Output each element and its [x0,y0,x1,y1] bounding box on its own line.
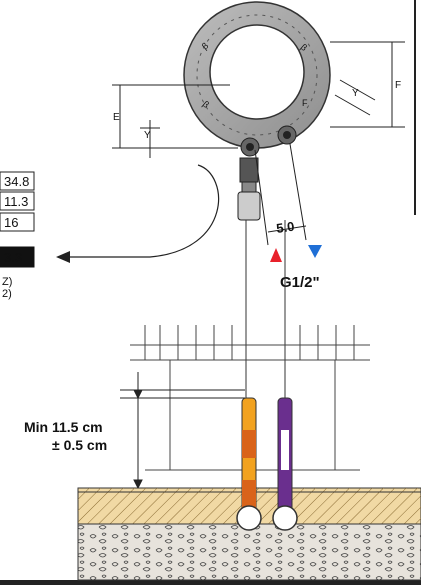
top-view-ring: β β β F [183,1,331,149]
thread-label: G1/2" [280,274,320,291]
svg-text:β: β [201,99,211,110]
svg-text:β: β [299,42,309,53]
min-height-label: Min 11.5 cm [24,419,103,435]
label-y-right: Y [352,88,359,99]
gravel-base [77,523,421,581]
table-value-2: 11.3 [4,194,28,209]
table-value-highlighted: 3.3 [4,250,22,265]
right-fitting [277,125,297,145]
svg-text:F: F [302,98,308,108]
pointer-curve [60,164,219,258]
formula-bottom: 2) [2,288,12,300]
top-dimensions [112,41,405,246]
label-e: E [113,112,120,123]
table-value-3: 16 [4,215,18,230]
hot-pipe [236,397,262,531]
svg-text:β: β [200,41,210,52]
bottom-border [0,580,421,585]
heater-side-view [130,325,370,471]
height-dimension [120,372,245,490]
table-value-1: 34.8 [4,174,29,189]
cold-return-arrow [308,245,322,258]
formula-top: Z) [2,276,12,288]
cold-pipe [272,397,298,531]
pointer-arrowhead [56,251,70,263]
label-y-left: Y [144,130,151,141]
left-fitting [237,137,261,221]
label-f: F [395,80,401,91]
value-table: 34.8 11.3 16 3.3 [0,171,35,268]
hot-supply-arrow [270,248,282,262]
tolerance-label: ± 0.5 cm [52,437,107,453]
